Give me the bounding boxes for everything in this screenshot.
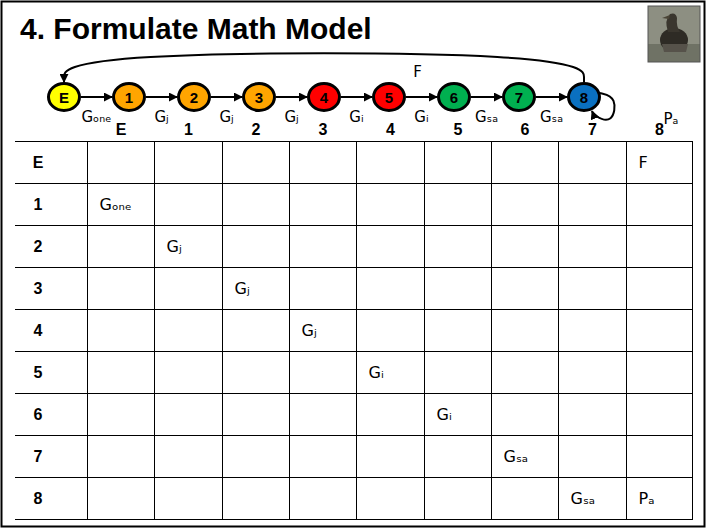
transition-label: Gₛₐ <box>474 108 499 126</box>
column-header: 6 <box>521 120 530 139</box>
grid-line <box>15 477 693 478</box>
state-circle: 7 <box>502 82 536 112</box>
column-header: E <box>116 120 127 139</box>
row-header: 1 <box>34 195 43 214</box>
transition-label: F <box>412 63 423 81</box>
state-number: 1 <box>125 90 133 105</box>
state-number: 2 <box>190 90 198 105</box>
state-circle: 6 <box>437 82 471 112</box>
table-cell: Gₒₙₑ <box>100 195 132 214</box>
transition-arrow <box>146 96 177 98</box>
table-cell: Gⱼ <box>167 237 182 256</box>
row-header: 2 <box>34 237 43 256</box>
state-circle: E <box>47 82 81 112</box>
state-number: 6 <box>450 90 458 105</box>
grid-line <box>356 141 357 520</box>
grid-line <box>15 309 693 310</box>
table-cell: Gₛₐ <box>504 447 529 466</box>
state-circle: 3 <box>242 82 276 112</box>
transition-label: Gⱼ <box>283 108 299 126</box>
state-number: 8 <box>580 90 588 105</box>
state-circle: 8 <box>567 82 601 112</box>
grid-line <box>15 225 693 226</box>
transition-label: Gⱼ <box>153 108 169 126</box>
transition-arrow <box>536 96 567 98</box>
state-number: 7 <box>515 90 523 105</box>
grid-line <box>15 351 693 352</box>
transition-label: Gₛₐ <box>539 108 564 126</box>
grid-line <box>692 141 693 520</box>
transition-arrow <box>64 53 584 82</box>
grid-line <box>222 141 223 520</box>
duck-photo <box>648 6 700 62</box>
grid-line <box>154 141 155 520</box>
grid-line <box>626 141 627 520</box>
state-circle: 4 <box>307 82 341 112</box>
grid-line <box>289 141 290 520</box>
table-cell: F <box>639 153 648 172</box>
state-circle: 2 <box>177 82 211 112</box>
column-header: 4 <box>386 120 395 139</box>
grid-line <box>15 519 693 520</box>
photo-ground <box>648 6 700 62</box>
column-header: 2 <box>252 120 261 139</box>
table-cell: Gⱼ <box>302 321 317 340</box>
state-number: 5 <box>385 90 393 105</box>
table-cell: Gₛₐ <box>571 489 596 508</box>
row-header: E <box>33 153 44 172</box>
table-cell: Gᵢ <box>369 363 384 382</box>
column-header: 8 <box>655 120 664 139</box>
column-header: 1 <box>184 120 193 139</box>
photo-frame <box>648 6 700 62</box>
photo-water <box>648 44 700 62</box>
row-header: 3 <box>34 279 43 298</box>
matrix-grid <box>15 141 693 520</box>
grid-line <box>491 141 492 520</box>
state-number: 3 <box>255 90 263 105</box>
row-header: 7 <box>34 447 43 466</box>
column-header: 7 <box>588 120 597 139</box>
transition-label: Pₐ <box>663 110 680 128</box>
slide-title: 4. Formulate Math Model <box>20 12 372 47</box>
column-header: 3 <box>319 120 328 139</box>
state-circle: 5 <box>372 82 406 112</box>
duck-bill <box>662 15 670 19</box>
grid-line <box>87 141 88 520</box>
transition-label: Gᵢ <box>413 108 429 126</box>
row-header: 8 <box>34 489 43 508</box>
transition-arrow <box>276 96 307 98</box>
table-cell: Pₐ <box>639 489 655 508</box>
column-header: 5 <box>454 120 463 139</box>
grid-line <box>15 141 693 142</box>
grid-line <box>15 183 693 184</box>
row-header: 5 <box>34 363 43 382</box>
grid-line <box>15 393 693 394</box>
transition-arrow <box>471 96 502 98</box>
grid-line <box>15 267 693 268</box>
duck-wing <box>662 44 688 52</box>
transition-label: Gᵢ <box>348 108 364 126</box>
grid-line <box>15 435 693 436</box>
state-number: 4 <box>320 90 328 105</box>
transition-arrow <box>341 96 372 98</box>
grid-line <box>424 141 425 520</box>
state-number: E <box>59 90 69 105</box>
transition-arrow <box>211 96 242 98</box>
transition-arrow <box>406 96 437 98</box>
transition-label: Gⱼ <box>218 108 234 126</box>
transition-label: Gₒₙₑ <box>80 108 112 126</box>
table-cell: Gⱼ <box>235 279 250 298</box>
transition-arrow <box>81 96 112 98</box>
state-circle: 1 <box>112 82 146 112</box>
row-header: 4 <box>34 321 43 340</box>
row-header: 6 <box>34 405 43 424</box>
grid-line <box>558 141 559 520</box>
table-cell: Gᵢ <box>437 405 452 424</box>
